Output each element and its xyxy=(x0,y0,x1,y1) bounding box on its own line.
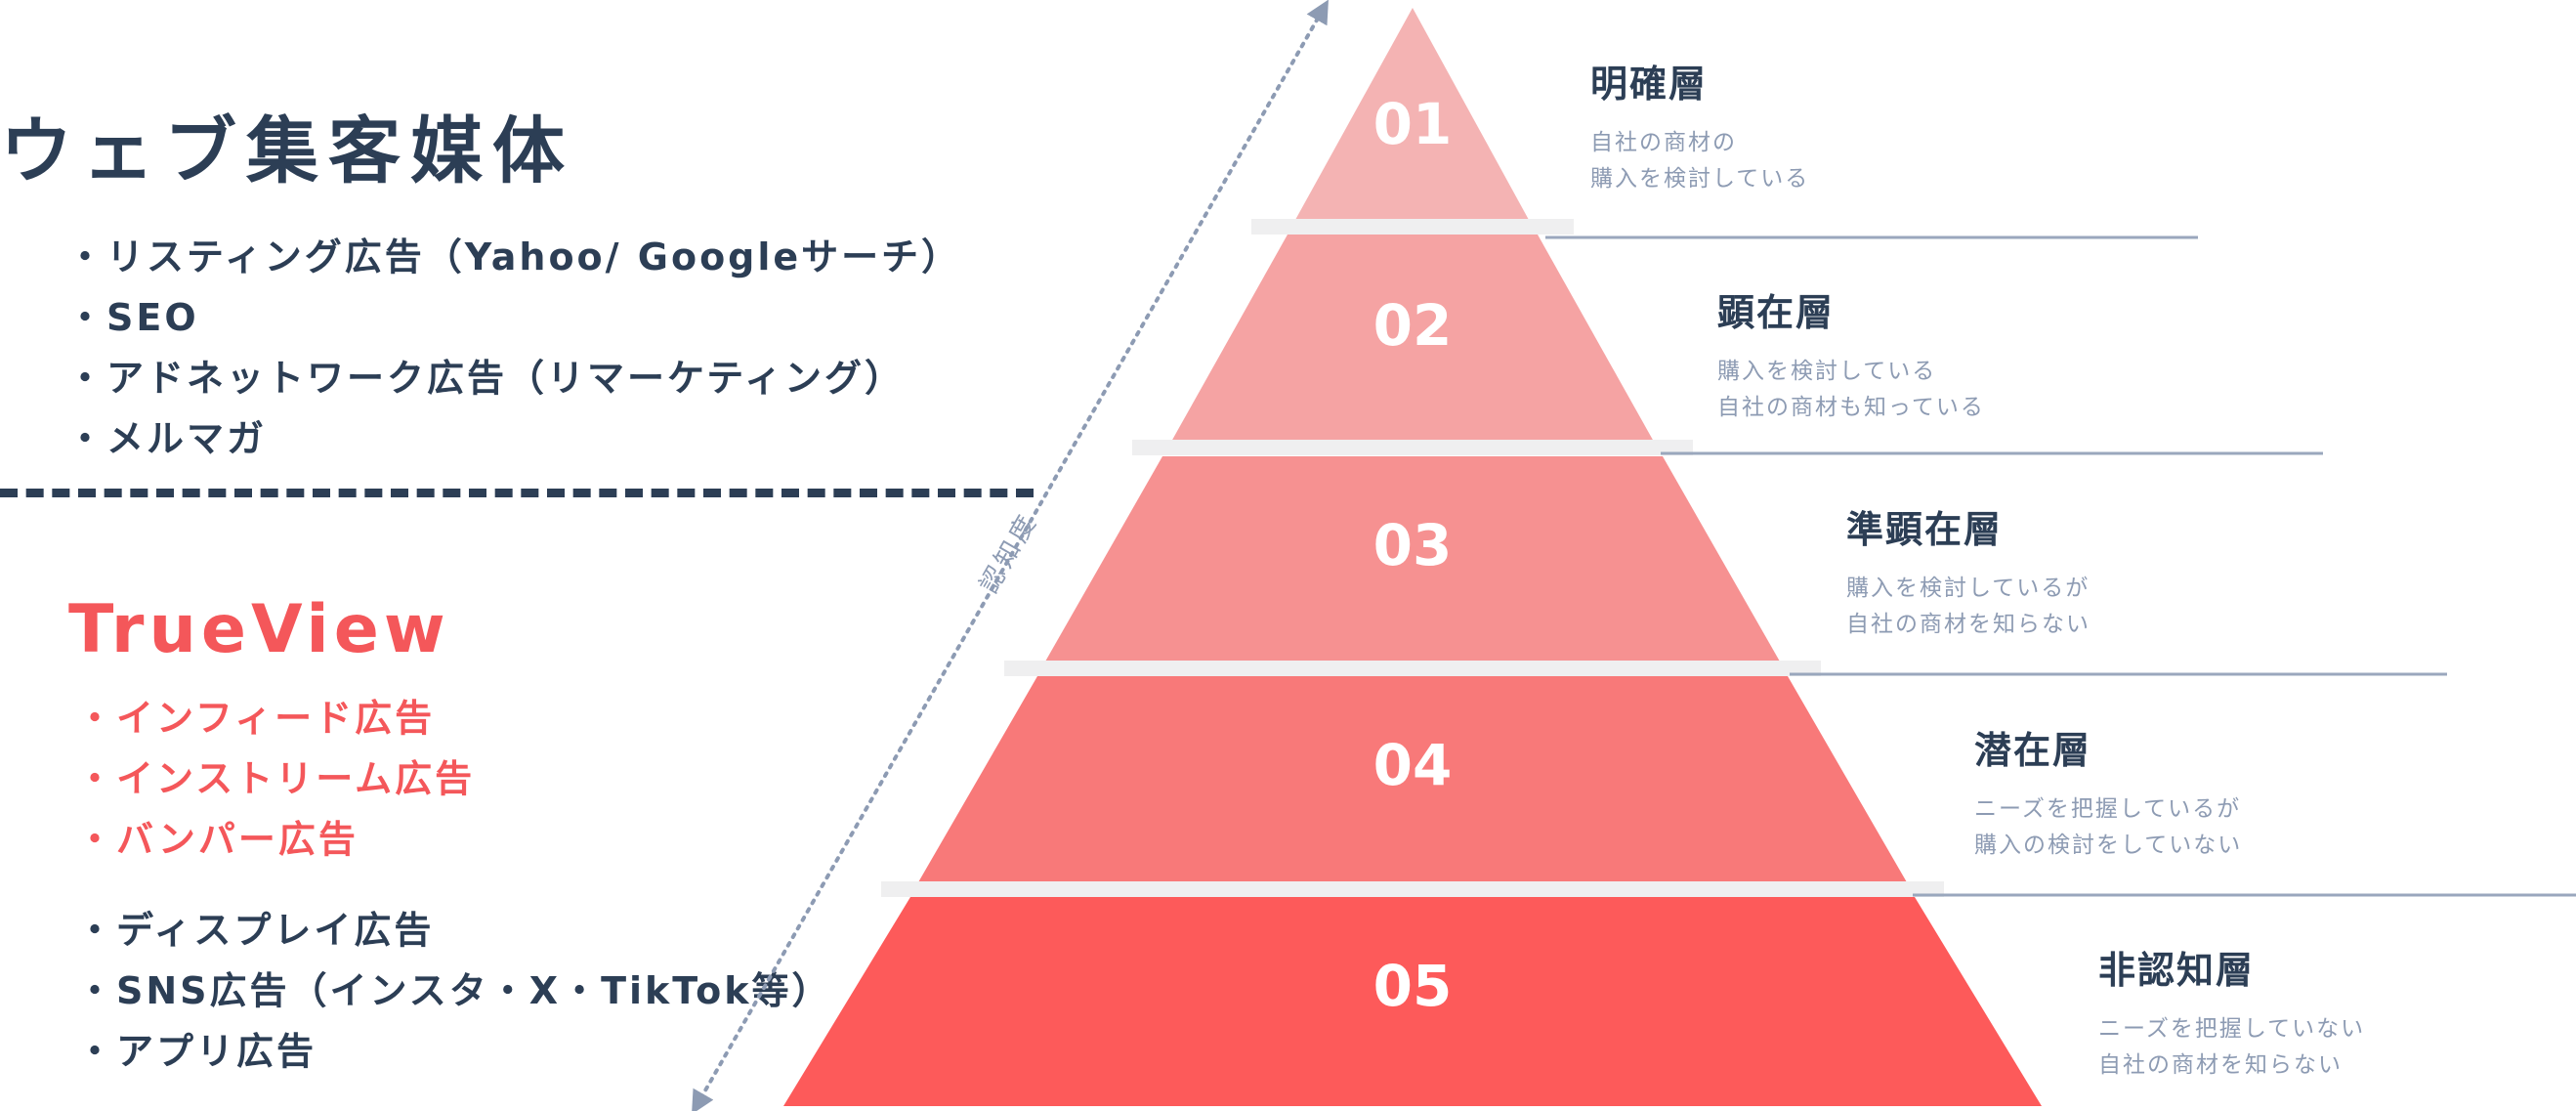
layer-number-1: 01 xyxy=(1373,91,1453,157)
layer-desc-line: 自社の商材も知っている xyxy=(1717,395,1985,420)
layer-number-2: 02 xyxy=(1373,292,1453,359)
layer-description: 自社の商材の 購入を検討している xyxy=(1590,125,1809,197)
list-item: ・バンパー広告 xyxy=(76,818,359,861)
layer-separator xyxy=(1251,219,1574,235)
layer-desc-line: 購入を検討しているが xyxy=(1846,576,2090,601)
pyramid-layer-3 xyxy=(1045,456,1780,662)
layer-desc-line: 自社の商材を知らない xyxy=(1846,612,2090,637)
layer-label: 非認知層 xyxy=(2098,949,2256,992)
layer-info-1: 明確層 自社の商材の 購入を検討している xyxy=(1590,54,1809,197)
list-item: ・インフィード広告 xyxy=(76,697,436,740)
layer-separator xyxy=(1004,661,1821,676)
awareness-axis-label: 認知度 xyxy=(975,508,1044,599)
layer-desc-line: ニーズを把握していない xyxy=(2098,1016,2366,1042)
layer-desc-line: 自社の商材の xyxy=(1590,130,1737,155)
trueview-title: TrueView xyxy=(68,591,450,668)
layer-number-4: 04 xyxy=(1373,732,1453,798)
pyramid-layer-5 xyxy=(783,897,2042,1106)
list-item: ・インストリーム広告 xyxy=(76,757,476,800)
layer-separator xyxy=(1132,440,1693,455)
layer-label: 潜在層 xyxy=(1974,729,2092,772)
list-item: ・ディスプレイ広告 xyxy=(76,909,435,952)
list-item: ・アプリ広告 xyxy=(76,1030,317,1073)
awareness-axis-arrow xyxy=(692,0,1329,1111)
layer-desc-line: 自社の商材を知らない xyxy=(2098,1052,2343,1078)
layer-info-5: 非認知層 ニーズを把握していない 自社の商材を知らない xyxy=(2098,940,2365,1084)
layer-description: ニーズを把握しているが 購入の検討をしていない xyxy=(1974,791,2242,864)
layer-label: 準顕在層 xyxy=(1846,508,2004,551)
list-item: ・メルマガ xyxy=(66,417,268,460)
layer-label: 明確層 xyxy=(1590,63,1709,106)
layer-info-3: 準顕在層 購入を検討しているが 自社の商材を知らない xyxy=(1846,499,2090,643)
layer-label: 顕在層 xyxy=(1717,291,1836,334)
layer-desc-line: 購入を検討している xyxy=(1590,166,1810,192)
layer-number-3: 03 xyxy=(1373,512,1453,578)
layer-separator xyxy=(881,881,1944,897)
layer-number-5: 05 xyxy=(1373,953,1453,1019)
layer-description: 購入を検討している 自社の商材も知っている xyxy=(1717,354,1985,426)
pyramid-layer-2 xyxy=(1171,235,1654,442)
web-media-title: ウェブ集客媒体 xyxy=(0,109,574,193)
pyramid-layer-4 xyxy=(918,676,1907,882)
layer-desc-line: 購入を検討している xyxy=(1717,359,1937,384)
layer-description: ニーズを把握していない 自社の商材を知らない xyxy=(2098,1011,2365,1084)
layer-description: 購入を検討しているが 自社の商材を知らない xyxy=(1846,571,2090,643)
dashed-divider xyxy=(0,489,1034,497)
layer-desc-line: ニーズを把握しているが xyxy=(1974,796,2242,822)
layer-desc-line: 購入の検討をしていない xyxy=(1974,833,2243,858)
pyramid-layer-1 xyxy=(1295,8,1529,220)
trueview-list: ・インフィード広告 ・インストリーム広告 ・バンパー広告 xyxy=(76,688,475,870)
layer-info-2: 顕在層 購入を検討している 自社の商材も知っている xyxy=(1717,282,1985,426)
list-item: ・SEO xyxy=(66,296,199,339)
layer-info-4: 潜在層 ニーズを把握しているが 購入の検討をしていない xyxy=(1974,720,2242,864)
